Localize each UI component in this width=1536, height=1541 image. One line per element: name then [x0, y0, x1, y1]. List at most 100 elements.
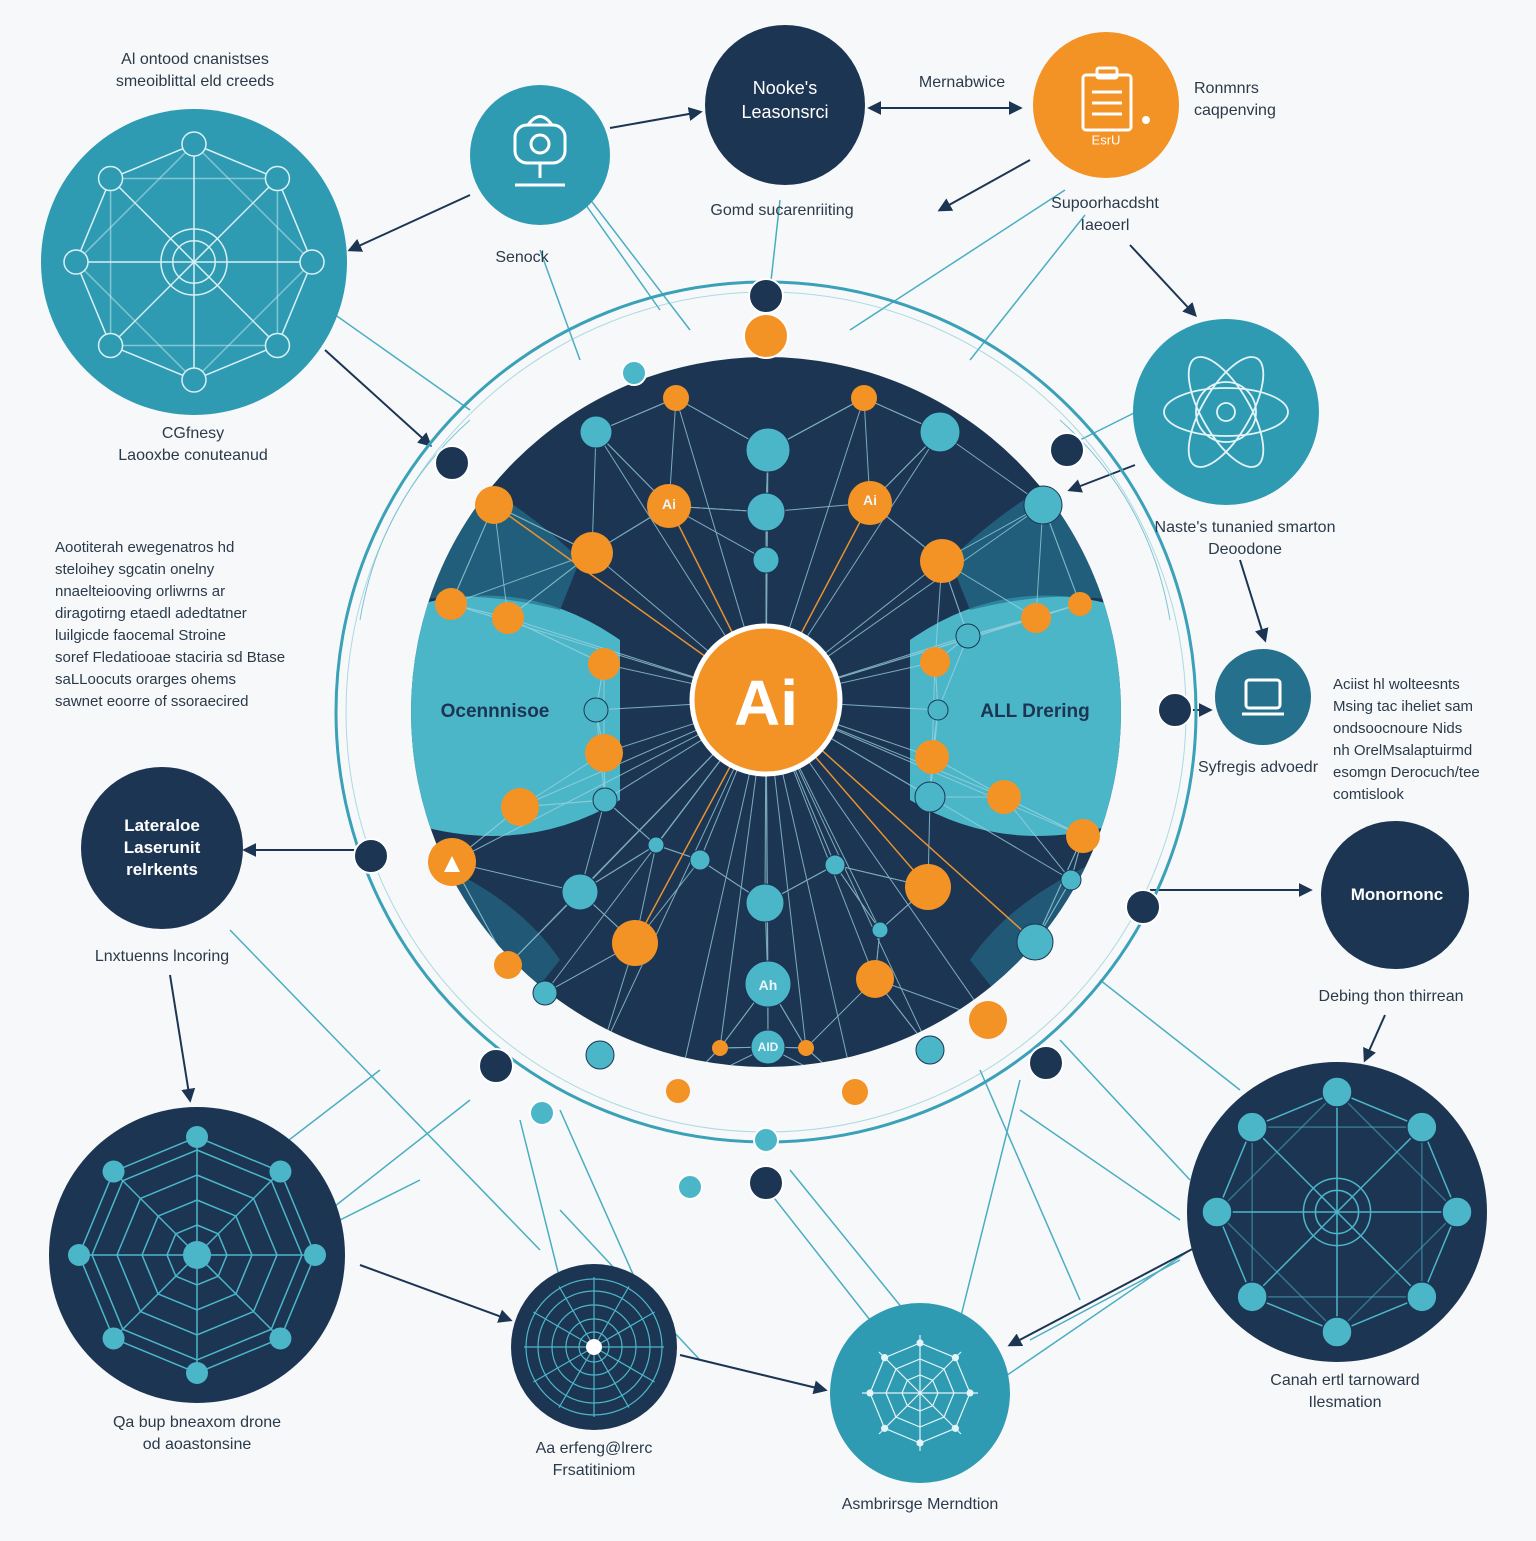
- hub-node: [586, 1339, 602, 1355]
- orange-node: [842, 1079, 868, 1105]
- satellite-node: [1406, 1281, 1438, 1313]
- ring-node: [748, 1165, 784, 1201]
- left-dark-node[interactable]: [81, 767, 243, 929]
- orange-node: [612, 920, 658, 966]
- teal-node: [1060, 869, 1082, 891]
- annotation-left-block: Aootiterah ewegenatros hd steloihey sgca…: [55, 539, 286, 710]
- ring-node: [478, 1048, 514, 1084]
- ring-node: [434, 445, 470, 481]
- caption-right-dark: Debing thon thirrean: [1318, 988, 1464, 1005]
- orange-node: [920, 539, 964, 583]
- right-dark-node-label: Monornonc: [1350, 885, 1444, 904]
- teal-node: [871, 921, 889, 939]
- orange-node: [663, 385, 689, 411]
- atom-icon: [1163, 356, 1289, 468]
- left-dark-node-label: Lateraloe Laserunit relrkents: [123, 816, 201, 879]
- satellite-node: [269, 1327, 292, 1350]
- satellite-node: [1321, 1316, 1353, 1348]
- orange-node: [585, 734, 623, 772]
- network-graph-icon: [1201, 1076, 1473, 1348]
- caption-bottom-left-radar: Qa bup bneaxom drone od aoastonsine: [112, 1414, 282, 1453]
- ai-core-label: Ai: [734, 667, 798, 739]
- caption-top-left-network: CGfnesy Laooxbe conuteanud: [118, 425, 268, 464]
- monitor-node[interactable]: [1215, 649, 1311, 745]
- teal-node: [745, 883, 785, 923]
- satellite-node: [1441, 1196, 1473, 1228]
- caption-left-dark: Lnxtuenns lncoring: [94, 948, 230, 965]
- teal-node: [919, 411, 961, 453]
- ring-node: [1157, 692, 1193, 728]
- right-dark-node[interactable]: [1321, 821, 1469, 969]
- teal-node: [583, 697, 609, 723]
- satellite-node: [264, 332, 291, 359]
- teal-node: [915, 1035, 945, 1065]
- orange-node: [1021, 603, 1051, 633]
- teal-node: [746, 492, 786, 532]
- satellite-node: [97, 165, 124, 192]
- satellite-node: [1236, 1281, 1268, 1313]
- ai-core-node[interactable]: [689, 623, 843, 777]
- network-graph-icon: [63, 131, 325, 393]
- satellite-node: [181, 367, 207, 393]
- node-glyph: AID: [757, 1040, 779, 1054]
- orange-node: [588, 648, 620, 680]
- orange-node: [915, 740, 949, 774]
- robot-icon: [513, 115, 567, 187]
- teal-node: [752, 546, 780, 574]
- monitor-icon: [1242, 678, 1284, 716]
- node-glyph: Ah: [758, 977, 778, 993]
- satellite-node: [1201, 1196, 1233, 1228]
- top-orange-node[interactable]: [1033, 32, 1179, 178]
- caption-robot: Senock: [495, 249, 549, 266]
- satellite-node: [186, 1362, 208, 1384]
- orange-node: [920, 647, 950, 677]
- robot-node[interactable]: [470, 85, 610, 225]
- teal-node: [689, 849, 711, 871]
- ring-node: [1125, 889, 1161, 925]
- teal-node: [647, 836, 665, 854]
- orange-node: [475, 486, 513, 524]
- node-glyph: Ai: [662, 496, 676, 512]
- orange-node: [798, 1040, 814, 1056]
- caption-monitor: Syfregis advoedr: [1197, 759, 1319, 776]
- clipboard-icon: [1081, 66, 1133, 132]
- ring-node: [353, 838, 389, 874]
- arrow-connectors: [169, 101, 1386, 1395]
- orange-node: [905, 864, 951, 910]
- annotation-top-right: Ronmnrs caqpenving: [1194, 80, 1276, 119]
- atom-node[interactable]: [1133, 319, 1319, 505]
- satellite-node: [181, 131, 207, 157]
- connector-lines: [229, 139, 1241, 1381]
- caption-bottom-right-network: Canah ertl tarnoward Ilesmation: [1270, 1372, 1420, 1411]
- teal-node: [561, 873, 599, 911]
- caption-spiral-web: Aa erfeng@lrerc Frsatitiniom: [535, 1440, 653, 1479]
- satellite-node: [102, 1160, 125, 1183]
- satellite-node: [299, 249, 325, 275]
- teal-node: [1023, 485, 1063, 525]
- satellite-node: [304, 1244, 326, 1266]
- orange-node: [969, 1001, 1007, 1039]
- teal-node: [955, 623, 981, 649]
- sphere-nodes: [428, 385, 1100, 1105]
- annotation-top-mid: Mernabwice: [918, 74, 1006, 91]
- orange-node: [848, 481, 892, 525]
- warning-icon: [444, 856, 460, 872]
- teal-node: [750, 1029, 786, 1065]
- annotation-right-block: Aciist hl wolteesnts Msing tac iheliet s…: [1333, 676, 1480, 803]
- top-dark-node-label: Nooke's Leasonsrci: [741, 78, 829, 122]
- satellite-node: [1406, 1111, 1438, 1143]
- satellite-node: [269, 1160, 292, 1183]
- left-band-label: Ocennnisoe: [440, 701, 550, 722]
- caption-top-orange: Supoorhacdsht Iaeoerl: [1051, 195, 1159, 234]
- orange-node: [647, 484, 691, 528]
- satellite-node: [102, 1327, 125, 1350]
- ring-node: [529, 1100, 555, 1126]
- top-dark-node[interactable]: [705, 25, 865, 185]
- satellite-node: [97, 332, 124, 359]
- orange-node: [851, 385, 877, 411]
- clipboard-badge: EsrU: [1091, 132, 1121, 148]
- teal-node: [585, 1040, 615, 1070]
- satellite-node: [186, 1126, 208, 1148]
